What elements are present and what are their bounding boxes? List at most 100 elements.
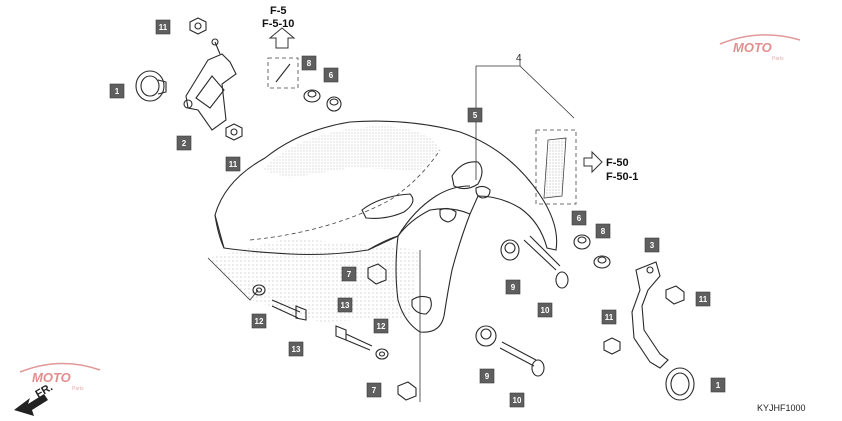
callout-number: 13 (292, 345, 301, 354)
callout-12: 12 (251, 313, 267, 329)
callout-box (479, 368, 495, 384)
callout-box (366, 382, 382, 398)
nut-11-right-lower (603, 337, 621, 355)
callout-number: 11 (159, 23, 168, 32)
callout-number: 8 (601, 227, 606, 236)
collar-7-bottom (397, 381, 417, 401)
callout-number: 8 (307, 59, 312, 68)
callout-8: 8 (301, 55, 317, 71)
emblem-decal (535, 129, 577, 205)
group-label: 4 (516, 53, 522, 64)
callout-number: 7 (372, 386, 377, 395)
bolt-10-upper (523, 235, 569, 289)
ref-right-1: F-50 (606, 157, 629, 169)
callout-box (251, 313, 267, 329)
callout-box (155, 19, 171, 35)
callout-box (571, 210, 587, 226)
collar-6-top (326, 96, 342, 112)
grommet-9-lower (475, 325, 497, 347)
callout-7: 7 (366, 382, 382, 398)
grommet-top-left (135, 70, 167, 102)
callout-9: 9 (505, 279, 521, 295)
nut-top (189, 17, 207, 35)
callout-box (505, 279, 521, 295)
direction-arrow: FR. (14, 381, 55, 416)
callout-number: 7 (347, 270, 352, 279)
callout-box (644, 237, 660, 253)
callout-11: 11 (601, 309, 617, 325)
callout-box (595, 223, 611, 239)
ref-top-1: F-5 (270, 5, 287, 17)
callout-number: 11 (229, 160, 238, 169)
washer-12-mid (375, 348, 389, 360)
collar-8-top (303, 89, 321, 103)
callout-7: 7 (341, 266, 357, 282)
watermark-logo-bottom-left: MOTO Parts (19, 362, 101, 392)
fender-shadow-area (208, 238, 420, 322)
callout-box (695, 291, 711, 307)
fender-top-shading (262, 126, 440, 178)
callout-10: 10 (509, 392, 525, 408)
callout-5: 5 (467, 107, 483, 123)
callout-number: 9 (485, 372, 490, 381)
callout-10: 10 (537, 302, 553, 318)
callout-number: 12 (255, 317, 264, 326)
washer-12-left (252, 284, 266, 296)
nut-left (225, 123, 243, 141)
ref-arrow-up (268, 27, 296, 49)
callout-2: 2 (176, 135, 192, 151)
grommet-1-right (665, 367, 695, 401)
watermark-logo-top-right: MOTO Parts (719, 34, 801, 62)
ref-arrow-right (583, 150, 603, 174)
callout-box (176, 135, 192, 151)
bracket-right (631, 261, 669, 369)
callout-box (301, 55, 317, 71)
callout-12: 12 (373, 318, 389, 334)
callout-number: 11 (605, 313, 614, 322)
callout-number: 2 (182, 139, 187, 148)
callout-13: 13 (337, 297, 353, 313)
callout-6: 6 (323, 67, 339, 83)
callout-6: 6 (571, 210, 587, 226)
callout-box (337, 297, 353, 313)
collar-6-right (573, 234, 591, 250)
bolt-13-left (271, 299, 307, 321)
watermark-subtext: Parts (772, 56, 784, 62)
callout-number: 12 (377, 322, 386, 331)
callout-11: 11 (695, 291, 711, 307)
callout-box (710, 377, 726, 393)
callout-1: 1 (710, 377, 726, 393)
callout-13: 13 (288, 341, 304, 357)
callout-number: 1 (716, 381, 721, 390)
grommet-9-upper (500, 239, 520, 261)
callout-3: 3 (644, 237, 660, 253)
bolt-13-mid (335, 325, 373, 351)
bolt-10-lower (499, 341, 545, 377)
callout-box (537, 302, 553, 318)
callout-box (109, 83, 125, 99)
ref-right-2: F-50-1 (606, 171, 638, 183)
callout-number: 1 (115, 87, 120, 96)
callout-1: 1 (109, 83, 125, 99)
ref-top-2: F-5-10 (262, 18, 294, 30)
callout-9: 9 (479, 368, 495, 384)
bracket-left (183, 38, 237, 131)
callout-number: 9 (511, 283, 516, 292)
collar-8-right (593, 255, 611, 269)
callout-box (288, 341, 304, 357)
callout-8: 8 (595, 223, 611, 239)
watermark-text: MOTO (733, 40, 772, 55)
watermark-subtext: Parts (72, 386, 84, 392)
callout-number: 10 (541, 306, 550, 315)
callout-number: 6 (577, 214, 582, 223)
callout-box (601, 309, 617, 325)
callout-number: 6 (329, 71, 334, 80)
callout-box (323, 67, 339, 83)
callout-box (509, 392, 525, 408)
callout-number: 10 (513, 396, 522, 405)
callout-box (467, 107, 483, 123)
callout-number: 3 (650, 241, 655, 250)
callout-box (225, 156, 241, 172)
collar-7-mid (367, 263, 387, 285)
